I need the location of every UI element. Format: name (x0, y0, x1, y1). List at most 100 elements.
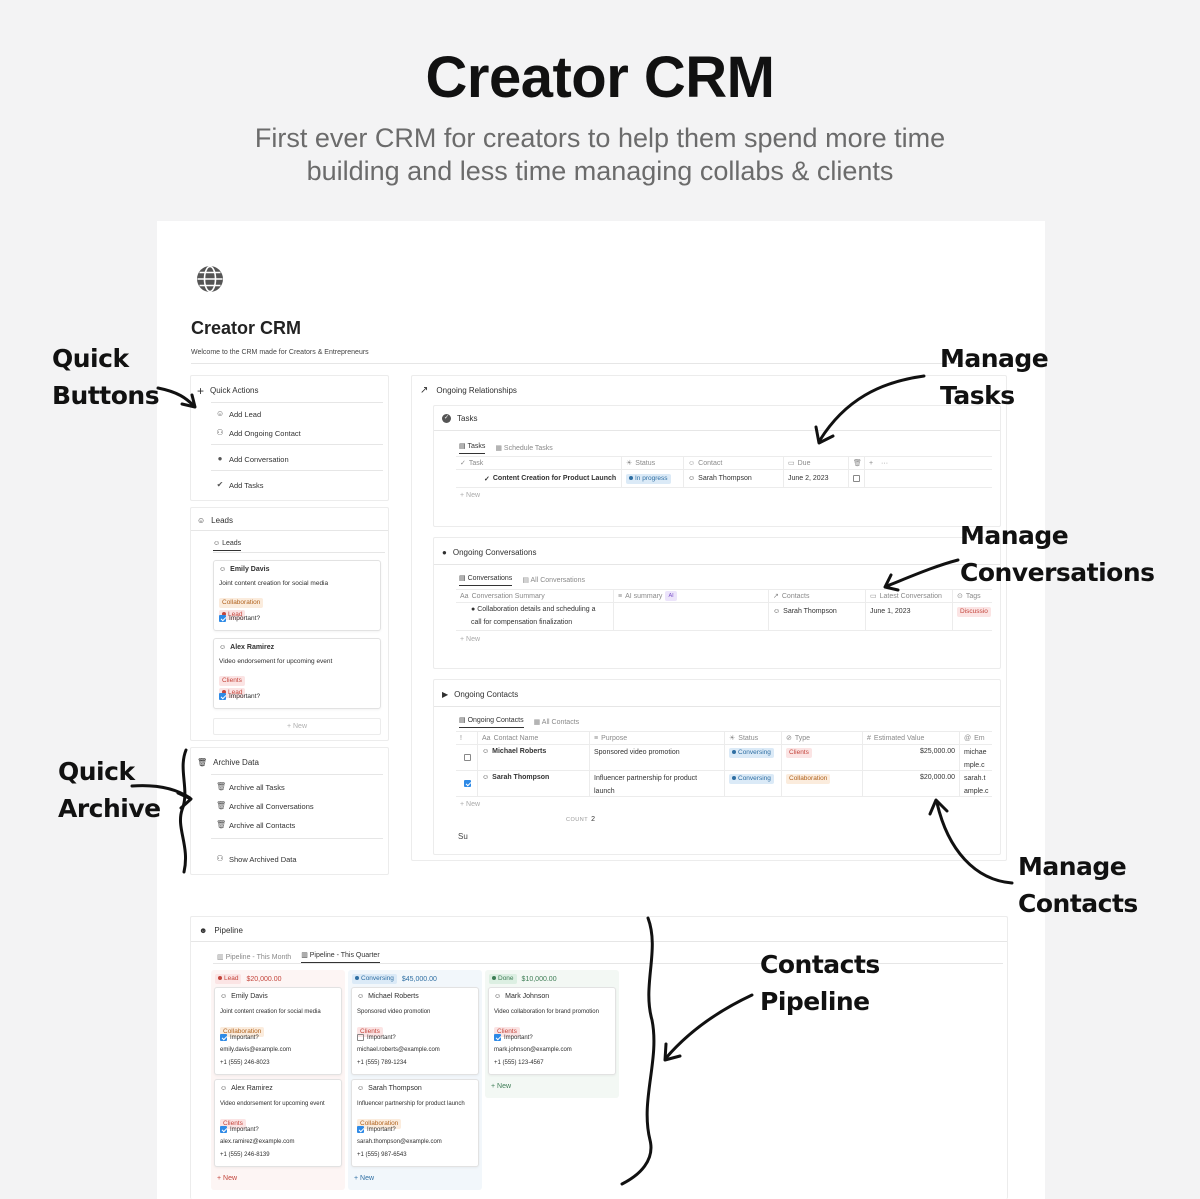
tab-leads[interactable]: ☺ Leads (213, 540, 242, 551)
conversations-title: Ongoing Conversations (452, 548, 537, 557)
tab-pipeline-quarter[interactable]: ▥ Pipeline - This Quarter (301, 951, 380, 963)
tab-ongoing-contacts[interactable]: ▤ Ongoing Contacts (459, 716, 524, 728)
pipeline-card[interactable]: ☺Sarah Thompson Influencer partnership f… (351, 1079, 479, 1167)
hero-subtitle-line1: First ever CRM for creators to help them… (254, 123, 946, 153)
lead-description: Joint content creation for social media (219, 580, 329, 587)
chat-icon: ● (471, 606, 476, 613)
new-lead-button[interactable]: + New (213, 718, 381, 735)
arrow-contacts-pipeline (664, 993, 754, 1060)
sum-label: Su (458, 832, 468, 841)
archive-contacts-button[interactable]: 🗑Archive all Contacts (216, 820, 296, 830)
new-task-button[interactable]: + New (460, 492, 481, 499)
archive-panel: 🗑 Archive Data 🗑Archive all Tasks 🗑Archi… (190, 747, 389, 875)
arrowhead (180, 393, 197, 409)
lead-card[interactable]: ☺Alex Ramirez Video endorsement for upco… (213, 638, 381, 709)
chat-icon: ● (217, 454, 223, 463)
tab-tasks[interactable]: ▤ Tasks (459, 442, 486, 454)
person-icon: ☺ (482, 748, 490, 755)
important-checkbox[interactable] (220, 1126, 227, 1133)
tab-conversations[interactable]: ▤ Conversations (459, 574, 513, 586)
new-card-button[interactable]: + New (491, 1083, 512, 1090)
column-label: Lead (215, 974, 242, 984)
lead-card[interactable]: ☺Emily Davis Joint content creation for … (213, 560, 381, 631)
trash-icon: 🗑 (216, 782, 227, 791)
important-checkbox[interactable] (357, 1034, 364, 1041)
smile-icon: ☺ (216, 409, 225, 418)
arrow-manage-tasks (818, 374, 926, 442)
person-icon: ☺ (482, 774, 490, 781)
number-icon: # (867, 734, 871, 742)
row-checkbox[interactable] (464, 780, 471, 787)
new-card-button[interactable]: + New (217, 1175, 238, 1182)
person-icon: ☺ (688, 475, 696, 482)
hero-title: Creator CRM (425, 45, 776, 110)
hero-subtitle-line2: building and less time managing collabs … (306, 156, 894, 186)
tab-pipeline-month[interactable]: ▥ Pipeline - This Month (217, 954, 292, 961)
table-row[interactable]: ☺Michael Roberts Sponsored video promoti… (456, 745, 992, 771)
globe-icon[interactable] (195, 264, 225, 294)
show-archived-button[interactable]: ⚇Show Archived Data (216, 854, 297, 864)
type-tag: Collaboration (220, 1027, 265, 1037)
person-icon: ↗ (773, 593, 779, 600)
archive-checkbox[interactable] (853, 475, 860, 482)
table-row[interactable]: ☺Sarah Thompson Influencer partnership f… (456, 771, 992, 797)
pipeline-title: Pipeline (214, 926, 243, 935)
tab-all-contacts[interactable]: ▦ All Contacts (533, 719, 580, 726)
status-tag: Conversing (729, 748, 774, 758)
contact-icon: ☺ (357, 993, 365, 1000)
person-icon: ☺ (773, 608, 781, 615)
new-contact-button[interactable]: + New (460, 801, 481, 808)
check-circle-icon: ✓ (442, 414, 451, 423)
type-tag: Collaboration (786, 774, 831, 784)
plus-icon: + (197, 383, 205, 398)
tasks-section: ✓ Tasks ▤ Tasks ▦ Schedule Tasks ✓Task ☀… (433, 405, 1001, 527)
tasks-title: Tasks (457, 414, 478, 423)
table-row[interactable]: ● Collaboration details and scheduling a… (456, 603, 992, 631)
conversations-section: ● Ongoing Conversations ▤ Conversations … (433, 537, 1001, 669)
important-checkbox[interactable] (357, 1126, 364, 1133)
add-tasks-button[interactable]: ✔Add Tasks (216, 480, 264, 490)
pipeline-panel: ☻ Pipeline ▥ Pipeline - This Month ▥ Pip… (190, 916, 1008, 1199)
pipeline-card[interactable]: ☺Alex Ramirez Video endorsement for upco… (214, 1079, 342, 1167)
column-total: $45,000.00 (401, 975, 437, 983)
new-conversation-button[interactable]: + New (460, 636, 481, 643)
important-checkbox[interactable] (494, 1034, 501, 1041)
column-total: $10,000.00 (521, 975, 557, 983)
divider (191, 363, 1011, 364)
people-icon: ⚇ (216, 428, 224, 437)
table-row[interactable]: ✓Content Creation for Product Launch In … (456, 470, 992, 488)
status-icon: ☀ (729, 735, 736, 742)
add-lead-button[interactable]: ☺Add Lead (216, 409, 262, 419)
tab-all-conversations[interactable]: ▤ All Conversations (522, 577, 585, 584)
tab-schedule-tasks[interactable]: ▦ Schedule Tasks (495, 445, 553, 452)
people-icon: ⚇ (216, 854, 224, 863)
pipeline-card[interactable]: ☺Michael Roberts Sponsored video promoti… (351, 987, 479, 1075)
select-icon: ⊘ (786, 735, 792, 742)
row-checkbox[interactable] (464, 754, 471, 761)
important-checkbox[interactable] (219, 615, 226, 622)
leads-title: Leads (211, 516, 233, 525)
column-label: Conversing (352, 974, 397, 984)
tasks-header: ✓Task ☀Status ☺Contact ▭Due 🗑 + ··· (456, 456, 992, 470)
archive-tasks-button[interactable]: 🗑Archive all Tasks (216, 782, 285, 792)
tags-icon: ⊙ (957, 593, 963, 600)
add-conversation-button[interactable]: ●Add Conversation (217, 454, 289, 464)
lead-name: Emily Davis (230, 566, 270, 573)
important-checkbox[interactable] (219, 693, 226, 700)
pipeline-card[interactable]: ☺Mark Johnson Video collaboration for br… (488, 987, 616, 1075)
add-ongoing-contact-button[interactable]: ⚇Add Ongoing Contact (216, 428, 301, 438)
important-checkbox[interactable] (220, 1034, 227, 1041)
arrowhead (928, 798, 949, 816)
more-icon[interactable]: ··· (881, 459, 889, 467)
new-card-button[interactable]: + New (354, 1175, 375, 1182)
archive-conversations-button[interactable]: 🗑Archive all Conversations (216, 801, 314, 811)
pipeline-card[interactable]: ☺Emily Davis Joint content creation for … (214, 987, 342, 1075)
check-circle-icon: ✔ (216, 480, 224, 489)
add-column-button[interactable]: + (869, 459, 874, 467)
ongoing-title: Ongoing Relationships (436, 386, 517, 395)
text-icon: Aa (482, 734, 491, 742)
